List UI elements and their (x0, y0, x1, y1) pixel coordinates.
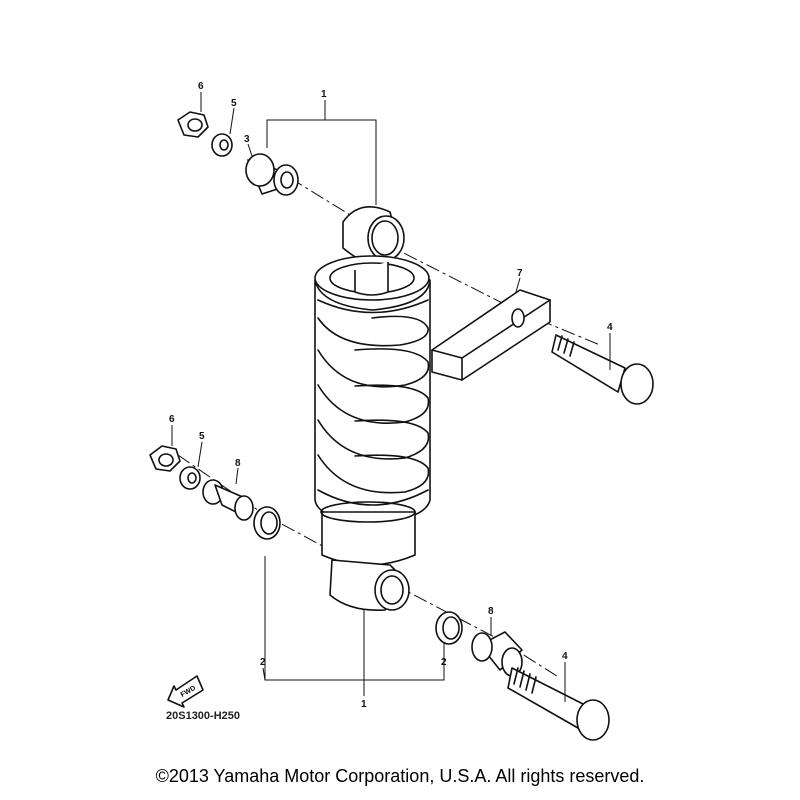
nut-6-mid (149, 445, 181, 472)
callout-7: 7 (517, 268, 523, 279)
callout-8-right: 8 (488, 606, 494, 617)
callout-bracket-1-bottom (264, 556, 445, 696)
callout-5-mid: 5 (199, 431, 205, 442)
washer-5-top (211, 133, 233, 157)
callout-1-bottom: 1 (361, 699, 367, 710)
copyright-notice: ©2013 Yamaha Motor Corporation, U.S.A. A… (155, 766, 645, 786)
callout-bracket-1-top (266, 100, 377, 205)
nut-6-top (177, 111, 209, 138)
callout-4-bottom: 4 (562, 651, 568, 662)
callout-6-mid: 6 (169, 414, 175, 425)
callout-2-left: 2 (260, 657, 266, 668)
bearing-2-right (435, 611, 463, 645)
rear-shock-absorber-1 (314, 206, 431, 612)
callout-2-right: 2 (441, 657, 447, 668)
collar-3 (245, 153, 299, 196)
bracket-7 (431, 289, 551, 381)
washer-5-mid (179, 466, 201, 490)
bolt-4-top (551, 334, 654, 405)
callout-3: 3 (244, 134, 250, 145)
collar-8-right (471, 631, 523, 677)
fwd-arrow-icon: FWD (167, 675, 204, 708)
bolt-4-bottom (507, 667, 610, 741)
bearing-2-left (253, 506, 281, 540)
callout-1-top: 1 (321, 89, 327, 100)
callout-8-left: 8 (235, 458, 241, 469)
callout-6-top: 6 (198, 81, 204, 92)
diagram-code: 20S1300-H250 (166, 710, 241, 722)
callout-4-top: 4 (607, 322, 613, 333)
collar-8-left (202, 479, 254, 521)
callout-5-top: 5 (231, 98, 237, 109)
